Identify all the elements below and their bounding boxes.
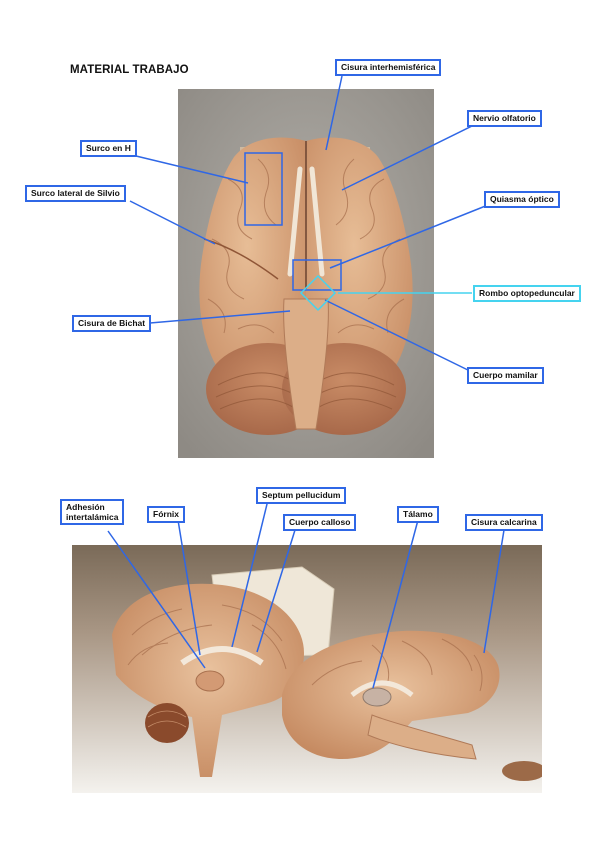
- label-septum-pellucidum: Septum pellucidum: [256, 487, 347, 504]
- label-fornix: Fórnix: [147, 506, 185, 523]
- label-adhesion-line1: Adhesión: [66, 502, 105, 512]
- label-quiasma-optico: Quiasma óptico: [484, 191, 560, 208]
- label-nervio-olfatorio: Nervio olfatorio: [467, 110, 542, 127]
- label-cisura-bichat: Cisura de Bichat: [72, 315, 152, 332]
- label-adhesion-line2: intertalámica: [66, 512, 119, 522]
- brain-sagittal-view-photo: [72, 545, 542, 793]
- label-cisura-calcarina: Cisura calcarina: [465, 514, 543, 531]
- label-cuerpo-mamilar: Cuerpo mamilar: [467, 367, 544, 384]
- brain-inferior-view-photo: [178, 89, 434, 458]
- label-adhesion-intertalamica: Adhesión intertalámica: [60, 499, 125, 525]
- page-title: MATERIAL TRABAJO: [70, 64, 189, 76]
- label-cuerpo-calloso: Cuerpo calloso: [283, 514, 357, 531]
- label-talamo: Tálamo: [397, 506, 439, 523]
- label-surco-en-h: Surco en H: [80, 140, 137, 157]
- label-surco-lateral-silvio: Surco lateral de Silvio: [25, 185, 126, 202]
- label-rombo-optopeduncular: Rombo optopeduncular: [473, 285, 581, 302]
- label-cisura-interhemisferica: Cisura interhemisférica: [335, 59, 442, 76]
